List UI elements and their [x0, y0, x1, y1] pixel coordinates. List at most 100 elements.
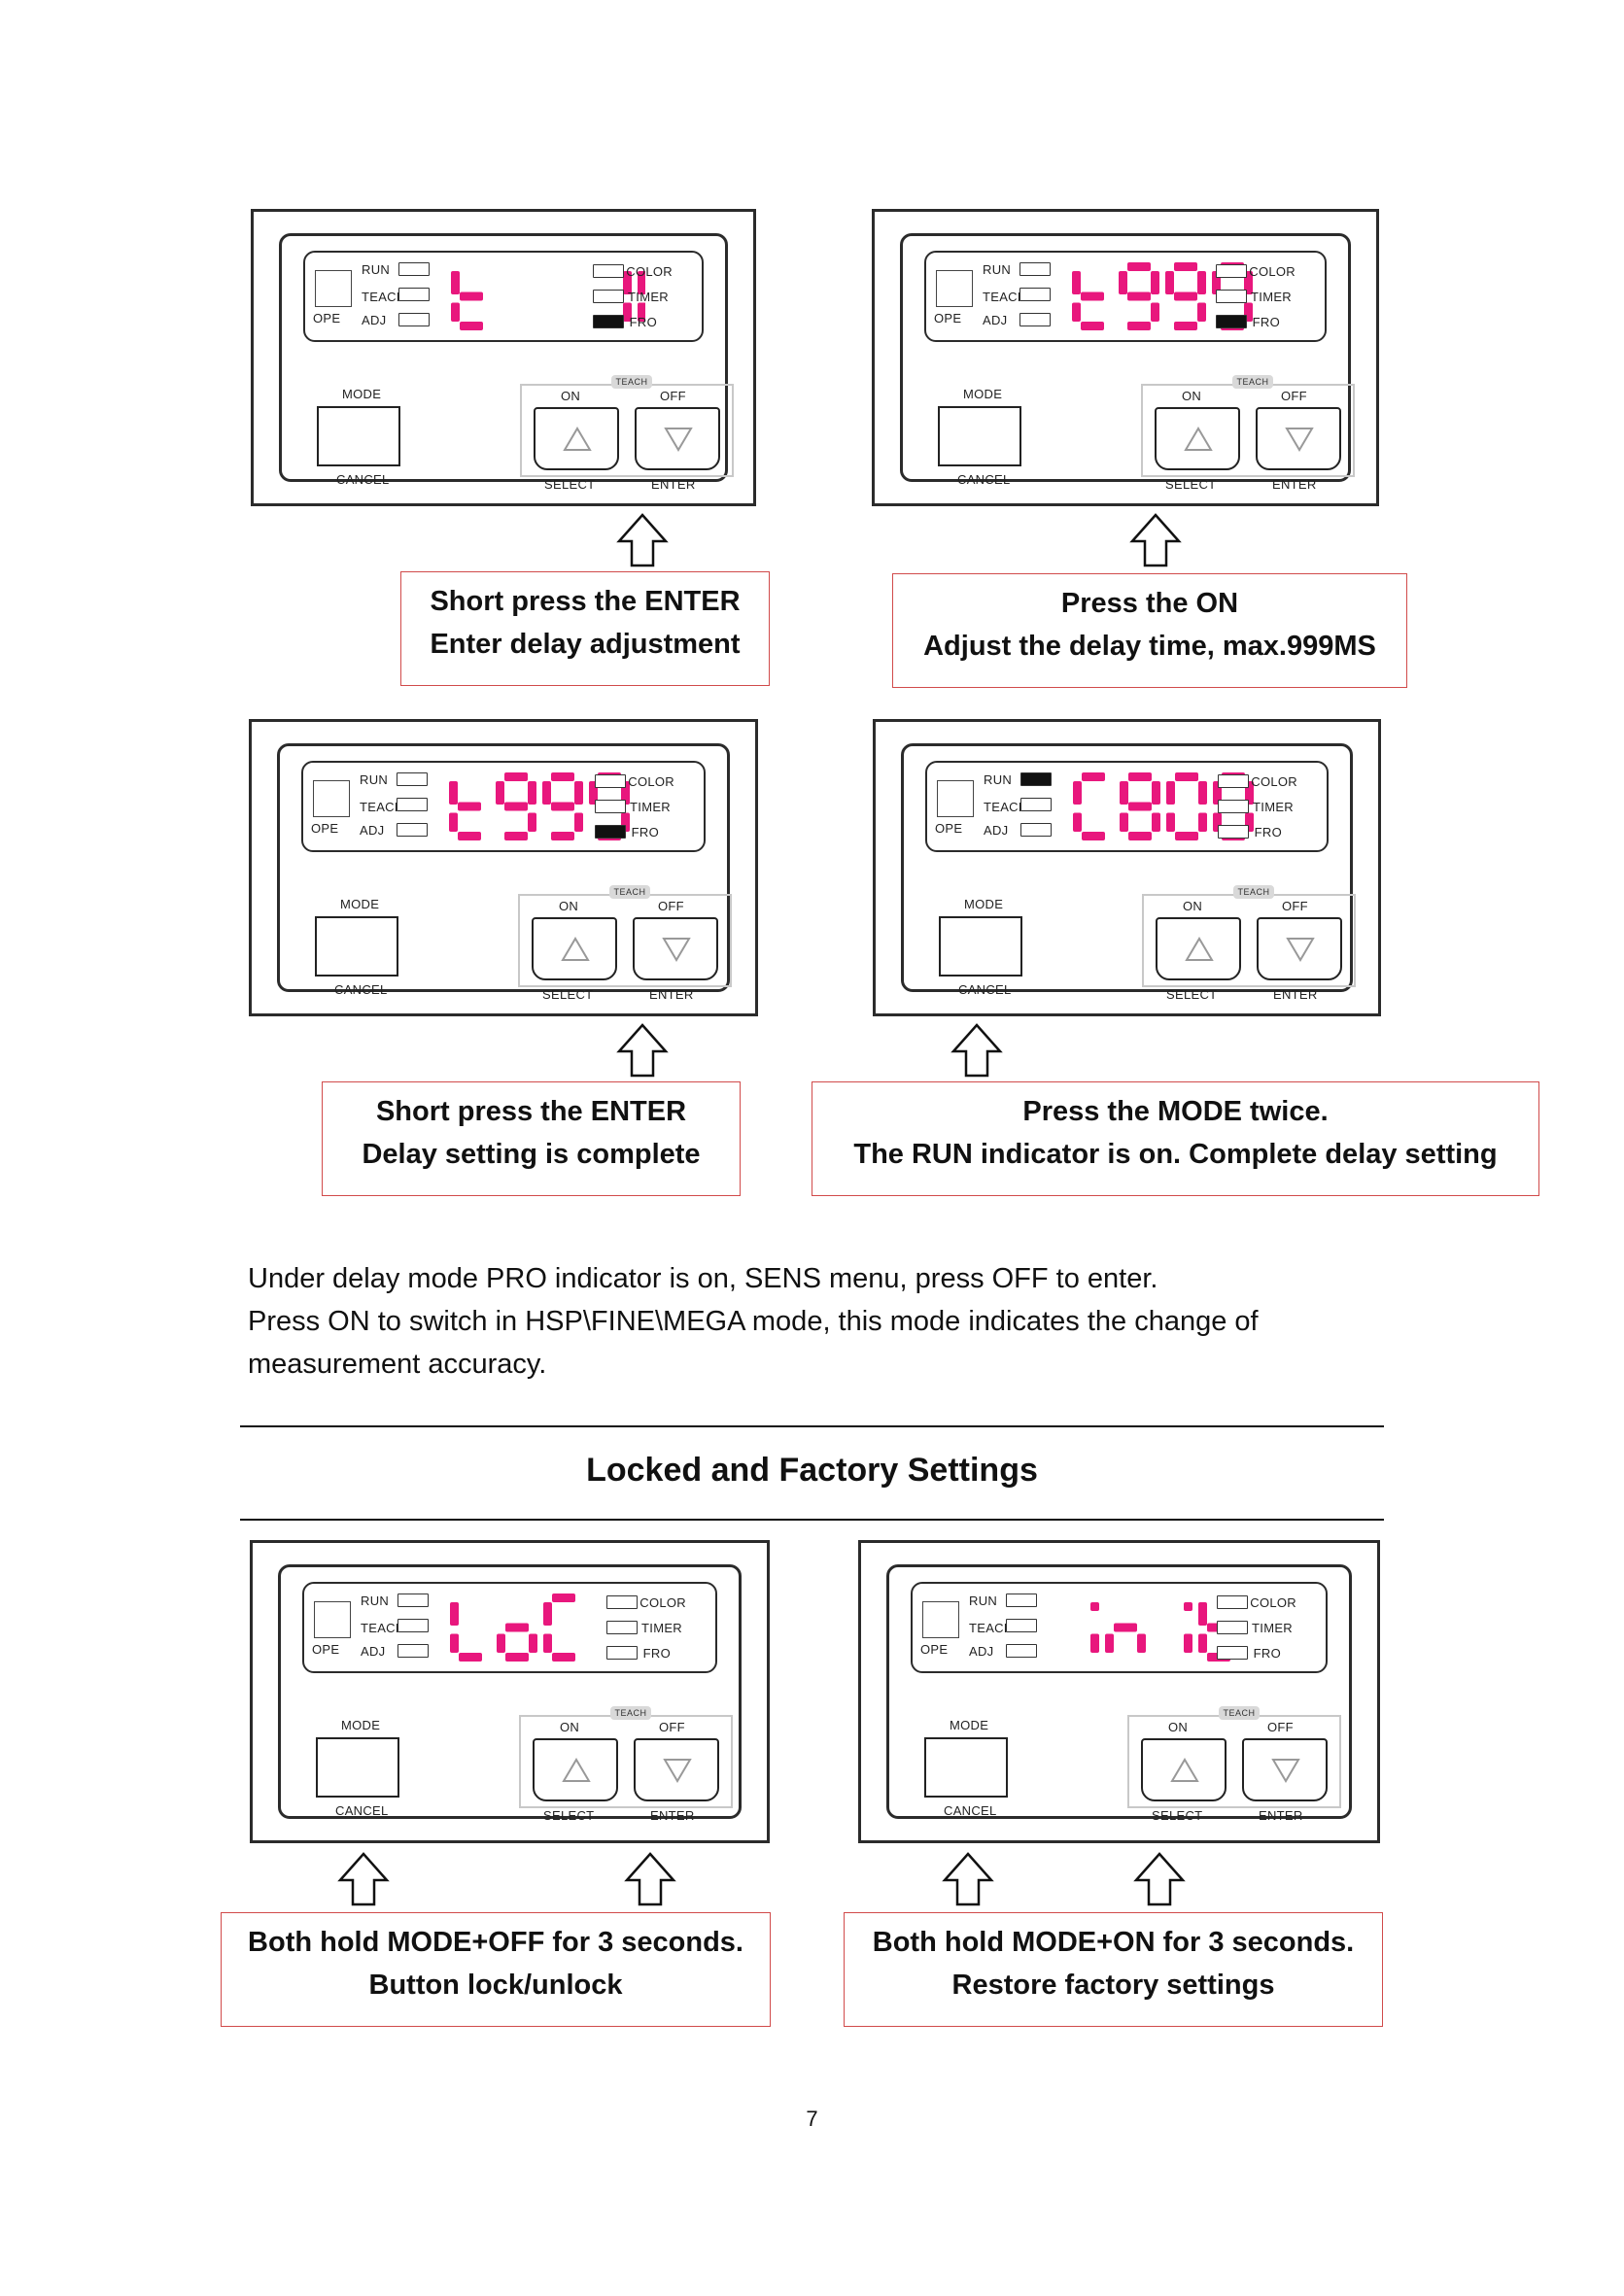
paragraph-line: Under delay mode PRO indicator is on, SE… [248, 1263, 1158, 1294]
adj-led [397, 823, 428, 837]
display-area: OPE RUN TEACH ADJ COLOR TIMER FRO [925, 761, 1329, 852]
timer-label: TIMER [1251, 290, 1292, 304]
off-button[interactable] [1242, 1738, 1328, 1801]
up-triangle-icon [561, 937, 590, 961]
down-triangle-icon [663, 1759, 692, 1783]
mode-label: MODE [340, 897, 380, 911]
panel-body: OPE RUN TEACH ADJ COLOR TIMER FRO MODE C… [901, 743, 1356, 1002]
paragraph-line: measurement accuracy. [248, 1349, 547, 1380]
teach-button-group: TEACH ON OFF [1141, 375, 1355, 477]
ope-indicator [314, 1601, 351, 1638]
off-button[interactable] [635, 407, 720, 470]
timer-led [593, 290, 624, 303]
up-triangle-icon [563, 427, 592, 451]
caption-adjust-delay-time: Press the ON Adjust the delay time, max.… [892, 573, 1407, 688]
panel-body: OPE RUN TEACH ADJ COLOR TIMER FRO MODE C… [277, 743, 732, 1002]
color-label: COLOR [628, 774, 674, 789]
off-button[interactable] [633, 917, 718, 980]
color-led [1218, 774, 1249, 788]
timer-label: TIMER [630, 800, 671, 814]
display-area: OPE RUN TEACH ADJ COLOR TIMER FRO [301, 761, 706, 852]
sensor-panel-p6: OPE RUN TEACH ADJ COLOR TIMER FRO MODE C… [858, 1540, 1380, 1843]
teach-tag: TEACH [1232, 375, 1273, 389]
fro-led [1217, 1646, 1248, 1660]
caption-mode-twice: Press the MODE twice. The RUN indicator … [812, 1081, 1539, 1196]
ope-indicator [922, 1601, 959, 1638]
off-label: OFF [658, 899, 684, 913]
adj-label: ADJ [983, 313, 1008, 327]
off-button[interactable] [634, 1738, 719, 1801]
mode-button[interactable] [316, 1737, 399, 1798]
run-label: RUN [969, 1593, 998, 1608]
adj-led [1006, 1644, 1037, 1658]
mode-button[interactable] [315, 916, 398, 977]
mode-label: MODE [950, 1718, 989, 1732]
down-triangle-icon [1285, 428, 1314, 452]
mode-label: MODE [341, 1718, 381, 1732]
down-triangle-icon [1286, 938, 1315, 962]
caption-delay-complete: Short press the ENTER Delay setting is c… [322, 1081, 741, 1196]
on-button[interactable] [534, 407, 619, 470]
teach-led [1019, 288, 1051, 301]
caption-line: Both hold MODE+OFF for 3 seconds. [248, 1927, 743, 1958]
select-label: SELECT [1152, 1808, 1203, 1823]
run-label: RUN [362, 262, 391, 277]
mode-button[interactable] [924, 1737, 1008, 1798]
on-button[interactable] [1155, 407, 1240, 470]
teach-label: TEACH [983, 290, 1027, 304]
color-led [1217, 1595, 1248, 1609]
run-label: RUN [360, 772, 389, 787]
teach-button-group: TEACH ON OFF [519, 1706, 733, 1808]
mode-button[interactable] [939, 916, 1022, 977]
sensor-panel-p4: OPE RUN TEACH ADJ COLOR TIMER FRO MODE C… [873, 719, 1381, 1016]
mode-button[interactable] [317, 406, 400, 466]
fro-label: FRO [642, 1646, 671, 1661]
run-led [1020, 772, 1052, 786]
on-button[interactable] [533, 1738, 618, 1801]
up-arrow-icon [1133, 1851, 1186, 1907]
caption-line: Short press the ENTER [375, 1096, 687, 1127]
divider-bottom [240, 1519, 1384, 1521]
body-paragraph: Under delay mode PRO indicator is on, SE… [248, 1257, 1365, 1386]
up-arrow-icon [942, 1851, 994, 1907]
on-label: ON [559, 899, 579, 913]
teach-label: TEACH [362, 290, 406, 304]
on-label: ON [1183, 899, 1203, 913]
adj-label: ADJ [969, 1644, 994, 1659]
adj-led [1020, 823, 1052, 837]
run-led [1019, 262, 1051, 276]
cancel-label: CANCEL [335, 1803, 389, 1818]
timer-led [595, 800, 626, 813]
on-label: ON [1182, 389, 1202, 403]
divider-top [240, 1425, 1384, 1427]
timer-led [1218, 800, 1249, 813]
cancel-label: CANCEL [336, 472, 390, 487]
on-button[interactable] [1156, 917, 1241, 980]
panel-body: OPE RUN TEACH ADJ COLOR TIMER FRO MODE C… [278, 1564, 742, 1823]
sensor-panel-p2: OPE RUN TEACH ADJ COLOR TIMER FRO MODE C… [872, 209, 1379, 506]
teach-led [397, 798, 428, 811]
caption-factory-reset: Both hold MODE+ON for 3 seconds. Restore… [844, 1912, 1383, 2027]
display-area: OPE RUN TEACH ADJ COLOR TIMER FRO [303, 251, 704, 342]
ope-label: OPE [312, 1642, 340, 1657]
teach-led [1006, 1619, 1037, 1632]
mode-button[interactable] [938, 406, 1021, 466]
panel-body: OPE RUN TEACH ADJ COLOR TIMER FRO MODE C… [279, 233, 734, 492]
teach-label: TEACH [984, 800, 1028, 814]
color-label: COLOR [1249, 264, 1296, 279]
caption-line: Enter delay adjustment [430, 629, 741, 660]
seven-segment-display [451, 271, 645, 330]
on-button[interactable] [1141, 1738, 1227, 1801]
up-arrow-icon [337, 1851, 390, 1907]
off-button[interactable] [1256, 407, 1341, 470]
off-button[interactable] [1257, 917, 1342, 980]
cancel-label: CANCEL [944, 1803, 997, 1818]
fro-label: FRO [631, 825, 659, 840]
on-button[interactable] [532, 917, 617, 980]
down-triangle-icon [662, 938, 691, 962]
sensor-panel-p1: OPE RUN TEACH ADJ COLOR TIMER FRO MODE C… [251, 209, 756, 506]
off-label: OFF [1281, 389, 1307, 403]
run-led [397, 1593, 429, 1607]
ope-label: OPE [313, 311, 341, 326]
off-label: OFF [1267, 1720, 1294, 1734]
